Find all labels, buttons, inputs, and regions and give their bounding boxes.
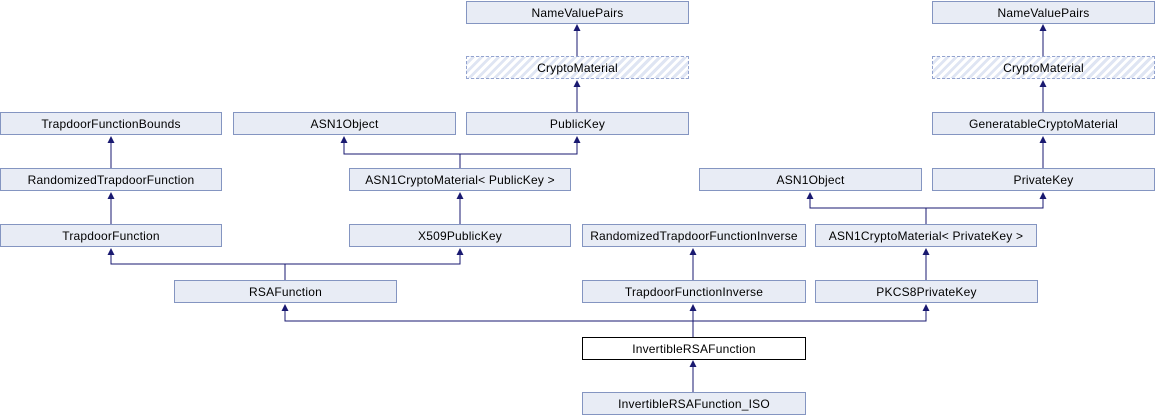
inheritance-edge-line bbox=[460, 141, 578, 155]
class-node-namevaluepairs[interactable]: NameValuePairs bbox=[932, 1, 1155, 24]
class-node-cryptomaterial[interactable]: CryptoMaterial bbox=[932, 56, 1155, 79]
inheritance-arrowhead-icon bbox=[573, 80, 581, 87]
inheritance-arrowhead-icon bbox=[1039, 192, 1047, 199]
class-node-asn1object[interactable]: ASN1Object bbox=[699, 168, 922, 191]
inheritance-edge-line bbox=[284, 309, 693, 322]
class-node-trapdoorfunctionbounds[interactable]: TrapdoorFunctionBounds bbox=[0, 112, 222, 135]
inheritance-edge-line bbox=[926, 197, 1044, 209]
class-node-pkcs8privatekey[interactable]: PKCS8PrivateKey bbox=[815, 280, 1038, 303]
class-node-invertiblersafunction-iso[interactable]: InvertibleRSAFunction_ISO bbox=[582, 392, 806, 415]
inheritance-arrowhead-icon bbox=[922, 248, 930, 255]
class-node-asn1object[interactable]: ASN1Object bbox=[233, 112, 456, 135]
class-node-trapdoorfunctioninverse[interactable]: TrapdoorFunctionInverse bbox=[582, 280, 806, 303]
class-node-asn1cryptomaterial-publickey[interactable]: ASN1CryptoMaterial< PublicKey > bbox=[349, 168, 571, 191]
inheritance-arrowhead-icon bbox=[806, 192, 814, 199]
inheritance-arrowhead-icon bbox=[922, 304, 930, 311]
inheritance-arrowhead-icon bbox=[281, 304, 289, 311]
inheritance-arrowhead-icon bbox=[573, 136, 581, 143]
class-node-cryptomaterial[interactable]: CryptoMaterial bbox=[466, 56, 689, 79]
class-node-randomizedtrapdoorfunction[interactable]: RandomizedTrapdoorFunction bbox=[0, 168, 222, 191]
class-node-publickey[interactable]: PublicKey bbox=[466, 112, 689, 135]
inheritance-arrowhead-icon bbox=[1039, 24, 1047, 31]
inheritance-edge-line bbox=[809, 197, 927, 224]
inheritance-arrowhead-icon bbox=[107, 136, 115, 143]
class-node-privatekey[interactable]: PrivateKey bbox=[932, 168, 1155, 191]
inheritance-arrowhead-icon bbox=[456, 192, 464, 199]
inheritance-arrowhead-icon bbox=[689, 304, 697, 311]
class-node-namevaluepairs[interactable]: NameValuePairs bbox=[466, 1, 689, 24]
class-node-invertiblersafunction: InvertibleRSAFunction bbox=[582, 337, 806, 360]
inheritance-edge-line bbox=[343, 141, 461, 168]
inheritance-arrowhead-icon bbox=[1039, 80, 1047, 87]
class-node-asn1cryptomaterial-privatekey[interactable]: ASN1CryptoMaterial< PrivateKey > bbox=[815, 224, 1037, 247]
class-node-trapdoorfunction[interactable]: TrapdoorFunction bbox=[0, 224, 222, 247]
inheritance-arrowhead-icon bbox=[1039, 136, 1047, 143]
inheritance-edge-line bbox=[693, 309, 927, 322]
inheritance-edge-line bbox=[110, 253, 286, 280]
class-node-rsafunction[interactable]: RSAFunction bbox=[174, 280, 397, 303]
class-node-randomizedtrapdoorfunctioninverse[interactable]: RandomizedTrapdoorFunctionInverse bbox=[582, 224, 806, 247]
inheritance-arrowhead-icon bbox=[340, 136, 348, 143]
inheritance-arrowhead-icon bbox=[107, 248, 115, 255]
inheritance-arrowhead-icon bbox=[573, 24, 581, 31]
inheritance-arrowhead-icon bbox=[689, 248, 697, 255]
class-node-generatablecryptomaterial[interactable]: GeneratableCryptoMaterial bbox=[932, 112, 1155, 135]
class-node-x509publickey[interactable]: X509PublicKey bbox=[349, 224, 571, 247]
inheritance-arrowhead-icon bbox=[107, 192, 115, 199]
inheritance-edge-line bbox=[285, 253, 461, 265]
inheritance-arrowhead-icon bbox=[689, 360, 697, 367]
inheritance-arrowhead-icon bbox=[456, 248, 464, 255]
